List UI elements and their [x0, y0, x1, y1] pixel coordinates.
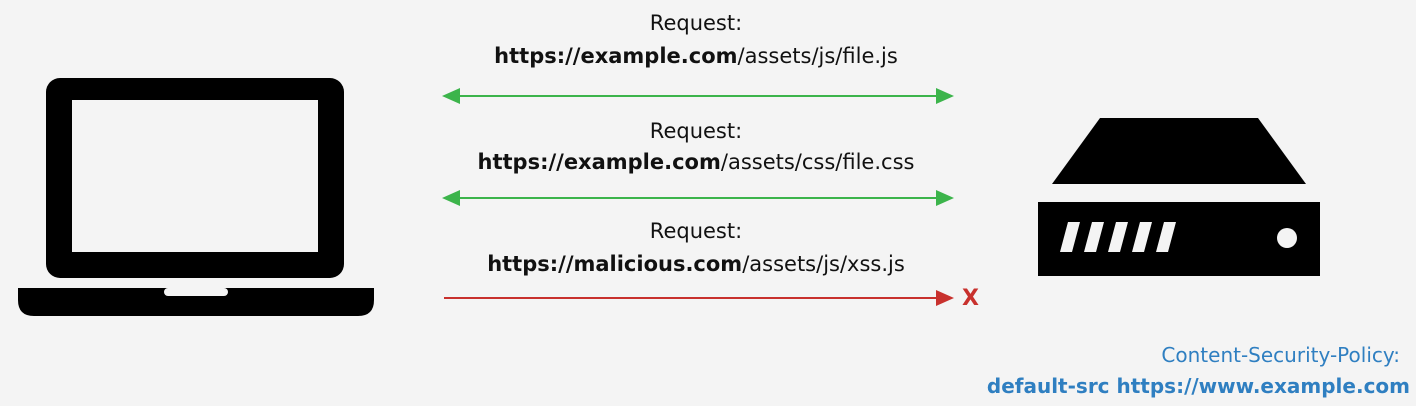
bidirectional-arrow-1	[442, 88, 954, 104]
laptop-icon	[18, 78, 374, 316]
server-icon	[1038, 118, 1320, 276]
blocked-arrow	[444, 290, 954, 306]
request-label-3: Request:	[649, 219, 743, 243]
request-url-2: https://example.com/assets/css/file.css	[440, 148, 952, 176]
blocked-x-icon: X	[962, 286, 979, 311]
request-url-host-2: https://example.com	[477, 150, 721, 174]
csp-header-value: default-src https://www.example.com	[986, 374, 1410, 398]
request-label-1: Request:	[649, 11, 743, 35]
bidirectional-arrow-2	[442, 190, 954, 206]
request-url-3: https://malicious.com/assets/js/xss.js	[440, 250, 952, 278]
request-url-1: https://example.com/assets/js/file.js	[440, 42, 952, 70]
csp-header-label: Content-Security-Policy:	[1161, 343, 1400, 367]
request-label-2: Request:	[649, 119, 743, 143]
request-url-host-3: https://malicious.com	[487, 252, 743, 276]
request-url-host-1: https://example.com	[494, 44, 738, 68]
request-url-path-2: /assets/css/file.css	[720, 150, 915, 174]
request-url-path-1: /assets/js/file.js	[737, 44, 898, 68]
request-url-path-3: /assets/js/xss.js	[742, 252, 905, 276]
